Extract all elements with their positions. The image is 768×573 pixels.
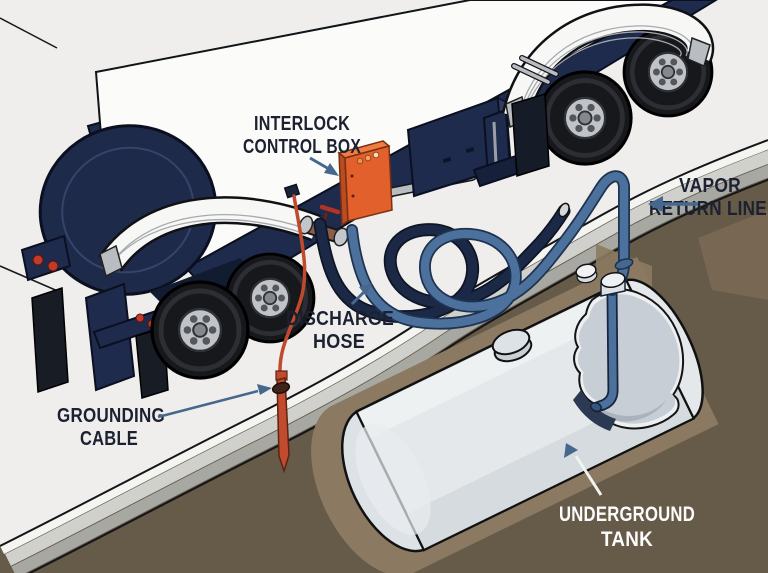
label-vapor-line2: RETURN LINE: [649, 198, 767, 220]
indicator-light: [364, 154, 372, 162]
rear-wheel: [152, 282, 248, 378]
rear-wheel-assembly: [98, 196, 321, 378]
rear-fender: [100, 198, 321, 271]
arrow-icon: [564, 443, 578, 458]
tank-rear-cap-ring: [61, 146, 195, 274]
label-discharge-line1: DISCHARGE: [286, 308, 394, 330]
label-vapor-line1: VAPOR: [679, 175, 741, 197]
underground-tank: [340, 278, 704, 553]
mud-flap: [31, 286, 69, 394]
pipe-flange: [614, 258, 634, 270]
tank-drop-tube: [591, 284, 619, 413]
tail-light: [47, 260, 59, 272]
tail-light: [32, 254, 44, 266]
arrow-icon: [324, 163, 339, 176]
curb-face-band: [11, 164, 768, 573]
fill-adapter-cap: [558, 202, 570, 218]
label-underground-line2: TANK: [601, 528, 653, 551]
front-wheel-assembly: [501, 3, 712, 177]
tanker-truck: [20, 0, 718, 399]
cutaway-interior: [577, 294, 680, 424]
label-grounding-line1: GROUNDING: [57, 405, 165, 427]
curb-outline-bottom: [27, 178, 768, 573]
soil-mid-patch: [698, 210, 768, 300]
fender-bracket: [99, 244, 123, 278]
grounding-assembly: [271, 194, 307, 474]
fill-riser-collar: [600, 271, 626, 289]
grounding-cable-line: [278, 194, 307, 376]
callout-vapor-return-line: VAPOR RETURN LINE: [648, 175, 767, 220]
arrow-icon: [359, 283, 372, 296]
pavement-joint-line-top: [0, 17, 58, 49]
discharge-valve: [283, 183, 349, 247]
front-fender: [504, 5, 712, 119]
callout-line: [350, 290, 366, 306]
arrow-icon: [257, 384, 272, 395]
grounding-rod: [276, 377, 290, 474]
label-underground-line1: UNDERGROUND: [559, 503, 695, 526]
callout-underground-tank: UNDERGROUND TANK: [559, 443, 695, 551]
callout-discharge-hose: DISCHARGE HOSE: [286, 283, 394, 353]
discharge-hose-line: [313, 204, 571, 324]
undercarriage-equipment: [387, 96, 524, 198]
label-grounding-line2: CABLE: [80, 428, 138, 450]
callout-line: [574, 455, 603, 496]
label-interlock-line2: CONTROL BOX: [243, 136, 361, 158]
arrow-icon: [648, 196, 663, 212]
rod-clamp: [271, 381, 291, 395]
front-wheel: [539, 72, 631, 164]
callout-line: [157, 389, 259, 419]
callout-line: [309, 156, 330, 171]
cutaway-bottom-shade: [600, 400, 666, 422]
capped-bung: [575, 263, 597, 279]
valve-handle: [319, 204, 341, 215]
vapor-return-line-pipe: [346, 170, 630, 330]
callout-interlock-control-box: INTERLOCK CONTROL BOX: [243, 113, 361, 176]
fender-tip: [687, 36, 711, 68]
tank-rear-cap: [38, 124, 218, 296]
indicator-light: [356, 157, 364, 165]
interlock-control-box: [337, 140, 393, 227]
label-discharge-line2: HOSE: [313, 331, 365, 353]
label-interlock-line1: INTERLOCK: [254, 113, 350, 135]
tank-top-cap: [491, 328, 533, 363]
indicator-light: [372, 151, 380, 159]
tail-light: [135, 313, 145, 323]
tank-fittings: [575, 263, 626, 297]
drop-tube-elbow: [589, 401, 603, 413]
mud-flap: [511, 93, 550, 177]
callout-grounding-cable: GROUNDING CABLE: [57, 384, 272, 450]
